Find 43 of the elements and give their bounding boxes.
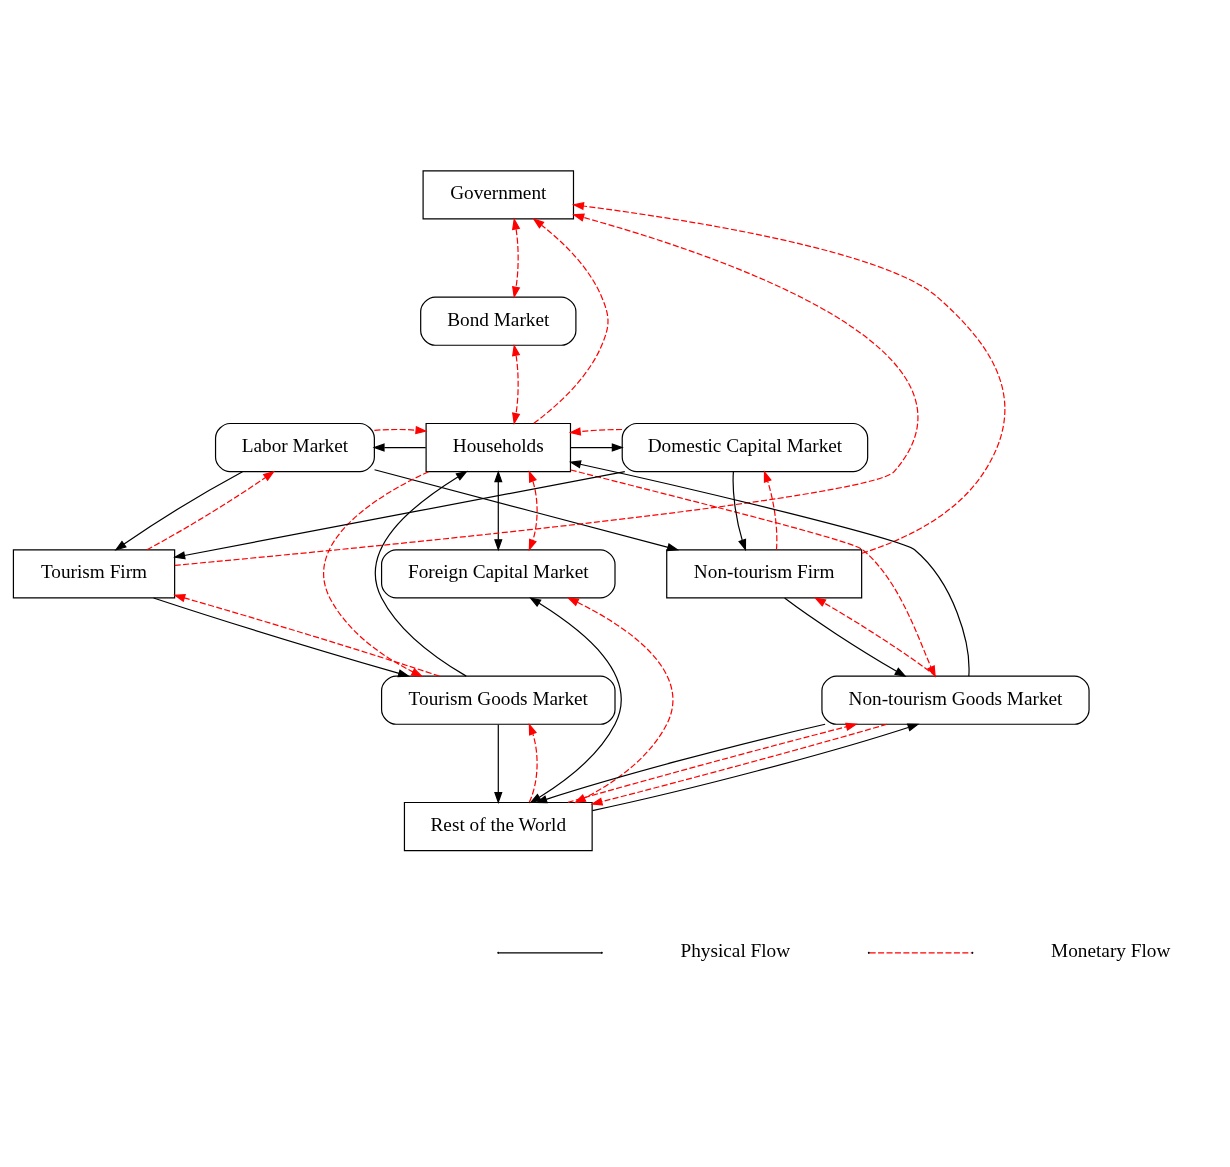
arrow (146, 470, 275, 551)
node-box: Non-tourism Firm (666, 549, 863, 599)
node-box: Rest of the World (403, 801, 593, 852)
arrow (566, 597, 674, 804)
arrow (528, 723, 538, 803)
arrow (529, 597, 622, 804)
arrow (372, 443, 427, 452)
node-box: Government (422, 170, 575, 220)
arrow (152, 597, 411, 678)
arrow (494, 470, 503, 552)
arrow (528, 470, 538, 552)
arrow (591, 723, 920, 812)
arrow (590, 723, 888, 806)
arrow (374, 470, 468, 677)
arrow (567, 722, 858, 803)
arrow (569, 443, 624, 452)
legend-label: Physical Flow (680, 940, 791, 962)
node-box: Labor Market (214, 422, 375, 473)
arrow (763, 470, 778, 551)
arrow (174, 213, 919, 566)
arrow (373, 469, 680, 552)
node-box: Households (425, 422, 572, 473)
arrow (535, 723, 826, 804)
node-box: Non-tourism Goods Market (821, 675, 1090, 725)
arrow (512, 343, 521, 425)
legend-label: Monetary Flow (1051, 940, 1171, 962)
arrow (784, 597, 907, 677)
node-box: Tourism Firm (12, 549, 176, 599)
arrow (173, 471, 626, 560)
node-box: Tourism Goods Market (381, 675, 616, 725)
arrow (532, 218, 609, 424)
node-box: Bond Market (420, 296, 577, 346)
arrow (494, 724, 503, 804)
arrow (173, 594, 440, 677)
arrow (512, 217, 521, 299)
arrow (114, 471, 244, 551)
arrow (571, 201, 1006, 554)
arrow (373, 425, 428, 435)
arrow (732, 471, 747, 552)
node-box: Foreign Capital Market (381, 549, 616, 599)
arrow (568, 427, 623, 436)
node-box: Domestic Capital Market (621, 422, 869, 473)
arrow (323, 471, 430, 677)
